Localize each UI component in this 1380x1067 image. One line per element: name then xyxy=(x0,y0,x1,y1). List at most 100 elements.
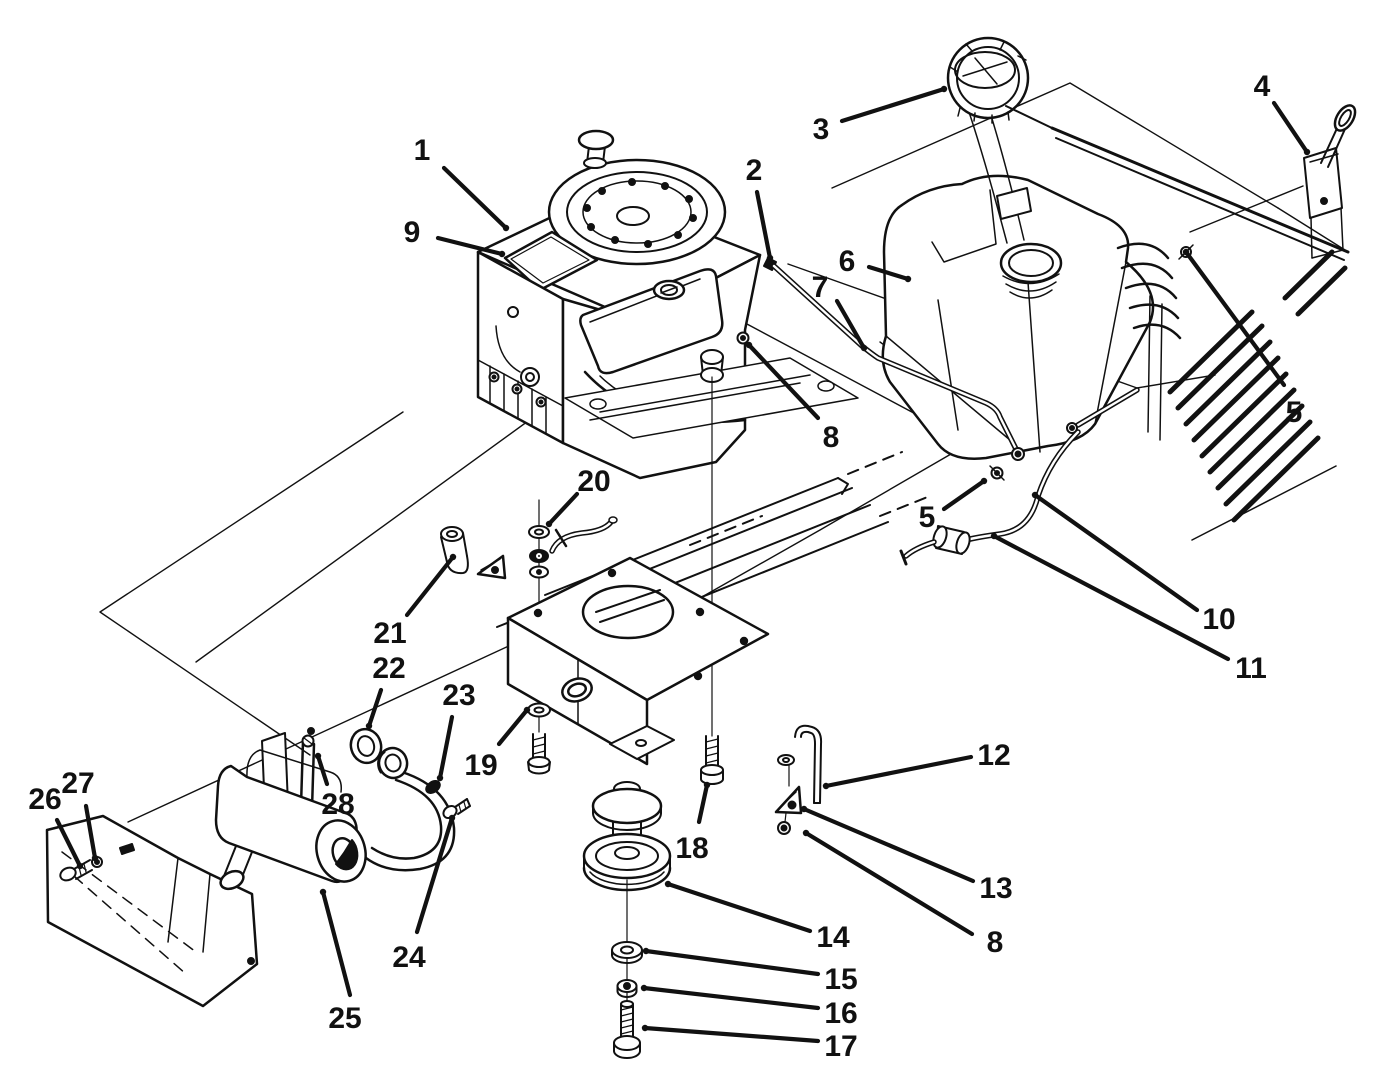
callout-16-leader xyxy=(641,985,821,1011)
callout-8-top-dot xyxy=(745,341,753,349)
callout-7-leader xyxy=(834,298,867,351)
callout-21-label: 21 xyxy=(373,617,406,650)
callout-27-leader xyxy=(83,803,98,861)
starter-handle xyxy=(520,367,540,387)
callout-8-bottom-leader xyxy=(803,830,975,937)
engine-left-face xyxy=(476,250,565,445)
throttle-lever xyxy=(1303,104,1357,259)
mounting-plate xyxy=(440,376,770,785)
callout-2-label: 2 xyxy=(746,154,763,187)
fuel-line xyxy=(771,263,1140,566)
shield-pin xyxy=(119,843,135,855)
callout-21-leader xyxy=(404,554,456,618)
callout-27-label: 27 xyxy=(61,767,94,800)
callout-1-label: 1 xyxy=(414,134,431,167)
callout-2-dot xyxy=(766,254,774,262)
callout-1-leader xyxy=(441,165,509,231)
engine-pulley xyxy=(582,781,672,1059)
engine-blower-housing xyxy=(547,158,727,266)
console-vent-slats xyxy=(1167,249,1348,523)
callout-8-bottom-label: 8 xyxy=(987,926,1004,959)
flange-bolt xyxy=(425,780,441,794)
callout-17-dot xyxy=(641,1024,649,1032)
callout-10-label: 10 xyxy=(1202,603,1235,636)
callout-5-right-dot xyxy=(1182,248,1190,256)
callout-25-label: 25 xyxy=(328,1002,361,1035)
callout-4-leader xyxy=(1271,100,1310,155)
callout-8-top-label: 8 xyxy=(823,421,840,454)
callout-11-dot xyxy=(990,532,998,540)
callout-19-label: 19 xyxy=(464,749,497,782)
fuel-filter xyxy=(932,525,971,555)
callout-24-leader xyxy=(414,815,455,935)
pulley-washer xyxy=(611,941,643,964)
callout-23-label: 23 xyxy=(442,679,475,712)
callout-8-bottom-dot xyxy=(802,829,810,837)
support-rod xyxy=(774,724,823,835)
fuel-cap xyxy=(946,36,1032,244)
callout-3-dot xyxy=(940,85,948,93)
callout-12-leader xyxy=(823,754,974,789)
callout-15-leader xyxy=(643,948,821,977)
callout-12-dot xyxy=(822,782,830,790)
callout-18-label: 18 xyxy=(675,832,708,865)
callout-25-leader xyxy=(320,889,353,998)
callout-26-leader xyxy=(54,817,83,869)
callout-11-leader xyxy=(991,533,1231,662)
callout-9-leader xyxy=(435,235,505,257)
callout-11-label: 11 xyxy=(1235,652,1267,685)
engine xyxy=(476,129,859,480)
callout-5-left-label: 5 xyxy=(919,501,936,534)
callout-24-label: 24 xyxy=(392,941,426,974)
pulley-locknut xyxy=(616,979,638,998)
fuel-hose-end xyxy=(549,516,618,554)
callout-22-dot xyxy=(365,722,373,730)
callout-22-label: 22 xyxy=(372,652,405,685)
callout-21-dot xyxy=(449,553,457,561)
callout-5-left-leader xyxy=(941,478,987,512)
callout-13-leader xyxy=(801,806,976,884)
callout-13-dot xyxy=(800,805,808,813)
callout-23-leader xyxy=(437,714,455,781)
callout-28-label: 28 xyxy=(321,788,354,821)
engine-side-tank xyxy=(579,268,724,375)
callout-8-top-leader xyxy=(746,342,821,421)
callout-9-label: 9 xyxy=(404,216,421,249)
callout-3-label: 3 xyxy=(813,113,830,146)
callout-14-leader xyxy=(665,881,813,934)
tank-bellows xyxy=(1116,242,1182,340)
heat-shield xyxy=(45,814,259,1008)
callout-20-leader xyxy=(546,491,580,527)
callout-4-dot xyxy=(1303,148,1311,156)
callout-1-dot xyxy=(502,224,510,232)
pulley-bolt xyxy=(613,1000,641,1059)
callout-18-leader xyxy=(696,782,710,825)
callout-7-dot xyxy=(860,344,868,352)
callout-14-label: 14 xyxy=(816,921,850,954)
callout-5-right-label: 5 xyxy=(1286,396,1303,429)
callout-28-leader xyxy=(315,753,330,787)
fuel-clamp-lower xyxy=(989,465,1005,481)
callout-27-dot xyxy=(91,854,99,862)
callout-19-leader xyxy=(496,707,530,747)
fuel-tank xyxy=(881,174,1182,460)
callout-18-dot xyxy=(703,781,711,789)
callout-28-dot xyxy=(314,752,322,760)
callout-17-label: 17 xyxy=(824,1030,857,1063)
tank-filler-neck xyxy=(999,242,1063,299)
muffler xyxy=(214,727,471,891)
callout-23-dot xyxy=(436,774,444,782)
callout-layer: 1923467855101112138141516171819202122232… xyxy=(28,70,1311,1063)
callout-10-dot xyxy=(1031,491,1039,499)
callout-24-dot xyxy=(448,814,456,822)
exhaust-flange xyxy=(349,727,409,780)
engine-mount-post xyxy=(700,331,750,383)
callout-19-dot xyxy=(523,706,531,714)
callout-6-leader xyxy=(866,264,911,282)
callout-5-right-leader xyxy=(1183,249,1287,388)
callout-9-dot xyxy=(498,250,506,258)
oil-fill-cap xyxy=(577,129,615,169)
plate-bolt-right xyxy=(700,735,724,785)
